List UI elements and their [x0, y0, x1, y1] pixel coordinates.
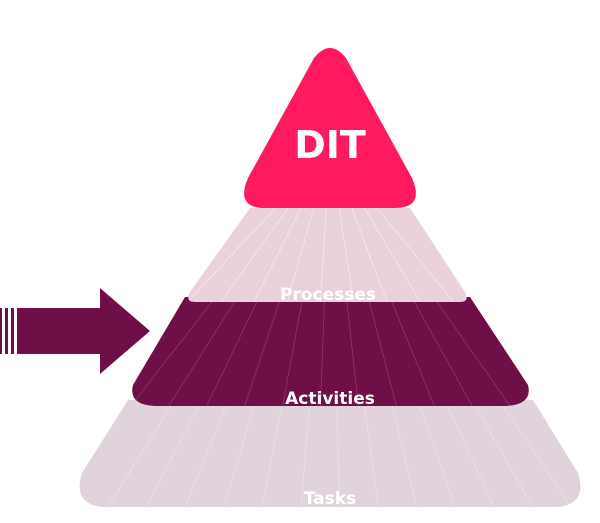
arrow-shape [0, 288, 150, 374]
activities-shape [132, 297, 529, 406]
tier-label-processes: Processes [280, 285, 376, 305]
pyramid-tier-tasks: Tasks [79, 400, 581, 509]
arrow-stripe [2, 308, 5, 354]
tasks-shape [79, 400, 581, 507]
processes-shape [188, 208, 467, 302]
pyramid-tier-activities: Activities [132, 297, 529, 409]
pyramid-tier-processes: Processes [188, 208, 467, 305]
tier-label-activities: Activities [285, 389, 375, 409]
arrow-stripe [14, 308, 17, 354]
tier-label-tasks: Tasks [304, 489, 356, 509]
dit-shape [244, 48, 416, 208]
tasks-streaks [99, 400, 581, 507]
activities-streaks [132, 297, 521, 406]
processes-streaks [188, 208, 461, 302]
pyramid-tier-dit: DIT [244, 48, 416, 208]
right-arrow-icon [0, 288, 150, 374]
tier-label-dit: DIT [294, 123, 366, 167]
arrow-stripe [8, 308, 11, 354]
